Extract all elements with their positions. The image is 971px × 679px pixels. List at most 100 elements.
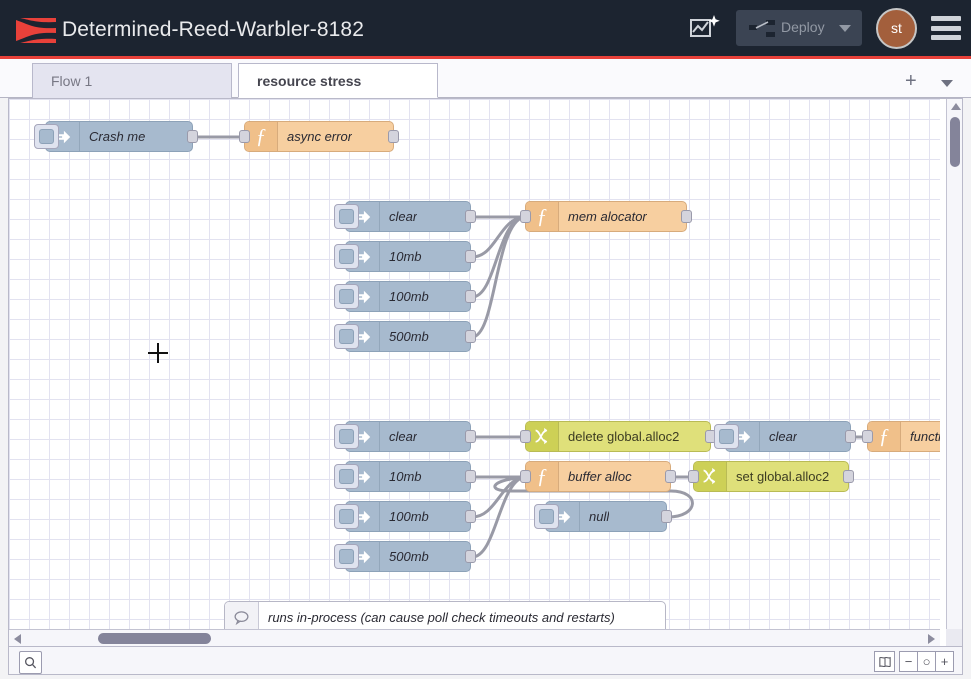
navigator-map-icon[interactable] (874, 651, 895, 672)
output-port[interactable] (661, 510, 672, 523)
node-label: async error (278, 129, 352, 144)
node-label: clear (380, 209, 417, 224)
inject-trigger-button[interactable] (34, 124, 59, 149)
zoom-controls: − ○ + (874, 651, 954, 672)
output-port[interactable] (465, 430, 476, 443)
inject-trigger-button[interactable] (334, 424, 359, 449)
node-clear-1[interactable]: clear (345, 201, 471, 232)
deploy-label: Deploy (781, 19, 825, 35)
tab-list-menu-icon[interactable] (941, 80, 953, 87)
node-inject-10mb-2[interactable]: 10mb (345, 461, 471, 492)
ai-flow-generate-icon[interactable] (686, 11, 722, 45)
output-port[interactable] (187, 130, 198, 143)
flow-canvas-container: Crash me ƒasync error clear 10mb 100mb 500mb ƒ… (8, 98, 963, 647)
chevron-down-icon[interactable] (839, 25, 851, 32)
node-function-right[interactable]: ƒfunction (867, 421, 940, 452)
node-label: buffer alloc (559, 469, 632, 484)
output-port[interactable] (465, 550, 476, 563)
vertical-scrollbar[interactable] (946, 99, 962, 630)
zoom-out-button[interactable]: − (899, 651, 918, 672)
input-port[interactable] (520, 470, 531, 483)
zoom-reset-button[interactable]: ○ (917, 651, 936, 672)
output-port[interactable] (465, 250, 476, 263)
tab-resource-stress[interactable]: resource stress (238, 63, 438, 98)
node-label: mem alocator (559, 209, 647, 224)
input-port[interactable] (862, 430, 873, 443)
flow-canvas[interactable]: Crash me ƒasync error clear 10mb 100mb 500mb ƒ… (9, 99, 940, 630)
inject-trigger-button[interactable] (334, 544, 359, 569)
node-mem-alocator[interactable]: ƒmem alocator (525, 201, 687, 232)
node-inject-10mb-1[interactable]: 10mb (345, 241, 471, 272)
output-port[interactable] (681, 210, 692, 223)
node-label: 100mb (380, 509, 429, 524)
node-label: clear (380, 429, 417, 444)
horizontal-scrollbar[interactable] (9, 629, 940, 646)
horizontal-scroll-thumb[interactable] (98, 633, 211, 644)
scroll-left-icon[interactable] (14, 634, 21, 644)
output-port[interactable] (465, 470, 476, 483)
app-header: Determined-Reed-Warbler-8182 Deploy st (0, 0, 971, 59)
output-port[interactable] (845, 430, 856, 443)
output-port[interactable] (388, 130, 399, 143)
output-port[interactable] (465, 210, 476, 223)
scroll-up-icon[interactable] (951, 103, 961, 110)
inject-trigger-button[interactable] (714, 424, 739, 449)
input-port[interactable] (239, 130, 250, 143)
tab-label: resource stress (257, 73, 361, 89)
inject-trigger-button[interactable] (334, 464, 359, 489)
node-label: delete global.alloc2 (559, 429, 679, 444)
node-label: 500mb (380, 549, 429, 564)
comment-label: runs in-process (can cause poll check ti… (259, 610, 615, 625)
deploy-button[interactable]: Deploy (736, 10, 862, 46)
page-title: Determined-Reed-Warbler-8182 (62, 18, 364, 42)
output-port[interactable] (665, 470, 676, 483)
output-port[interactable] (843, 470, 854, 483)
node-inject-500mb-1[interactable]: 500mb (345, 321, 471, 352)
input-port[interactable] (520, 430, 531, 443)
output-port[interactable] (465, 330, 476, 343)
hamburger-menu-icon[interactable] (931, 15, 961, 41)
node-inject-null[interactable]: null (545, 501, 667, 532)
zoom-in-button[interactable]: + (935, 651, 954, 672)
status-bar: − ○ + (8, 647, 963, 675)
inject-trigger-button[interactable] (334, 204, 359, 229)
node-label: 100mb (380, 289, 429, 304)
node-label: 500mb (380, 329, 429, 344)
avatar[interactable]: st (876, 8, 917, 49)
crosshair-cursor (147, 342, 169, 364)
node-label: null (580, 509, 609, 524)
output-port[interactable] (465, 290, 476, 303)
node-comment[interactable]: runs in-process (can cause poll check ti… (224, 601, 666, 630)
node-label: set global.alloc2 (727, 469, 829, 484)
add-tab-button[interactable]: + (905, 71, 917, 91)
node-inject-100mb-1[interactable]: 100mb (345, 281, 471, 312)
node-label: 10mb (380, 469, 422, 484)
search-icon[interactable] (19, 651, 42, 674)
node-crash-me[interactable]: Crash me (45, 121, 193, 152)
comment-bubble-icon (225, 602, 259, 630)
header-actions: Deploy st (686, 0, 961, 56)
node-set-alloc2[interactable]: set global.alloc2 (693, 461, 849, 492)
inject-trigger-button[interactable] (334, 284, 359, 309)
output-port[interactable] (465, 510, 476, 523)
inject-trigger-button[interactable] (334, 324, 359, 349)
node-inject-100mb-2[interactable]: 100mb (345, 501, 471, 532)
node-clear-2[interactable]: clear (345, 421, 471, 452)
inject-trigger-button[interactable] (334, 504, 359, 529)
node-buffer-alloc[interactable]: ƒbuffer alloc (525, 461, 671, 492)
inject-trigger-button[interactable] (534, 504, 559, 529)
tab-label: Flow 1 (51, 73, 92, 89)
flow-tab-bar: Flow 1 resource stress + (0, 59, 971, 98)
input-port[interactable] (520, 210, 531, 223)
node-async-error[interactable]: ƒasync error (244, 121, 394, 152)
node-label: 10mb (380, 249, 422, 264)
node-delete-alloc2[interactable]: delete global.alloc2 (525, 421, 711, 452)
scroll-right-icon[interactable] (928, 634, 935, 644)
input-port[interactable] (688, 470, 699, 483)
vertical-scroll-thumb[interactable] (950, 117, 960, 167)
node-label: clear (760, 429, 797, 444)
tab-flow-1[interactable]: Flow 1 (32, 63, 232, 98)
inject-trigger-button[interactable] (334, 244, 359, 269)
node-clear-3[interactable]: clear (725, 421, 851, 452)
node-inject-500mb-2[interactable]: 500mb (345, 541, 471, 572)
